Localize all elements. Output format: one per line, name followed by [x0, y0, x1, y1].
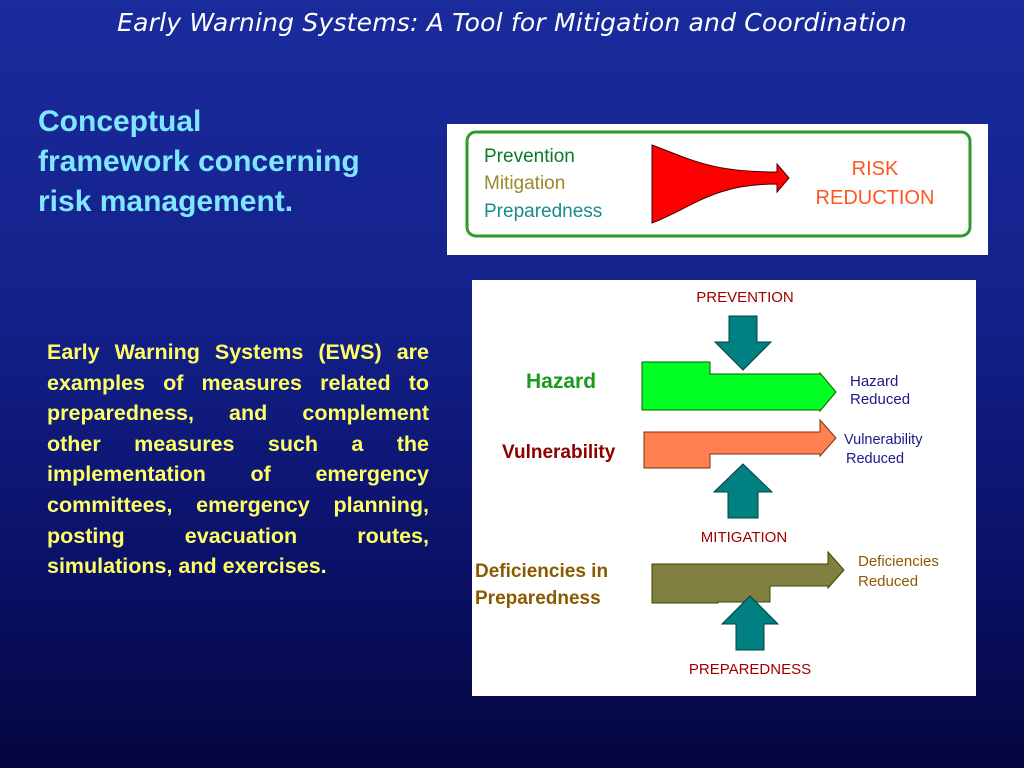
risk-reduction-svg: Prevention Mitigation Preparedness RISK …	[465, 130, 972, 238]
deficiencies-label-line-1: Deficiencies in	[475, 561, 608, 582]
heading-line: framework concerning	[38, 145, 360, 178]
risk-reduction-diagram: Prevention Mitigation Preparedness RISK …	[447, 124, 988, 255]
deficiencies-reduced-line-2: Reduced	[858, 573, 918, 590]
result-line-1: RISK	[852, 158, 899, 180]
risk-components-diagram: PREVENTION Hazard Hazard Reduced Vulnera…	[472, 280, 976, 696]
deficiencies-label-line-2: Preparedness	[475, 588, 601, 609]
deficiencies-arrow	[651, 550, 845, 604]
deficiencies-reduced-line-1: Deficiencies	[858, 553, 939, 570]
hazard-reduced-line-2: Reduced	[850, 391, 910, 408]
preparedness-measure: Preparedness	[484, 201, 602, 222]
hazard-label: Hazard	[526, 370, 596, 393]
risk-components-svg: PREVENTION Hazard Hazard Reduced Vulnera…	[475, 289, 939, 678]
prevention-measure: Prevention	[484, 146, 575, 167]
funnel-arrow	[651, 144, 790, 224]
hazard-reduced-line-1: Hazard	[850, 373, 898, 390]
prevention-arrow	[713, 315, 773, 371]
preparedness-caption: PREPAREDNESS	[689, 661, 811, 678]
vulnerability-arrow	[643, 418, 837, 469]
heading-line: Conceptual	[38, 105, 202, 138]
hazard-arrow	[641, 361, 837, 413]
vulnerability-reduced-line-2: Reduced	[846, 451, 904, 467]
diagram-border	[465, 130, 972, 238]
mitigation-measure: Mitigation	[484, 173, 565, 194]
heading-line: risk management.	[38, 185, 294, 218]
mitigation-caption: MITIGATION	[701, 529, 787, 546]
framework-heading: Conceptual framework concerning risk man…	[38, 102, 428, 222]
ews-description: Early Warning Systems (EWS) are examples…	[47, 340, 429, 579]
result-line-2: REDUCTION	[816, 187, 935, 209]
prevention-caption: PREVENTION	[696, 289, 794, 306]
preparedness-arrow	[720, 595, 780, 651]
vulnerability-reduced-line-1: Vulnerability	[844, 432, 923, 448]
mitigation-arrow	[712, 463, 774, 519]
slide-title: Early Warning Systems: A Tool for Mitiga…	[117, 8, 907, 37]
vulnerability-label: Vulnerability	[502, 442, 616, 463]
